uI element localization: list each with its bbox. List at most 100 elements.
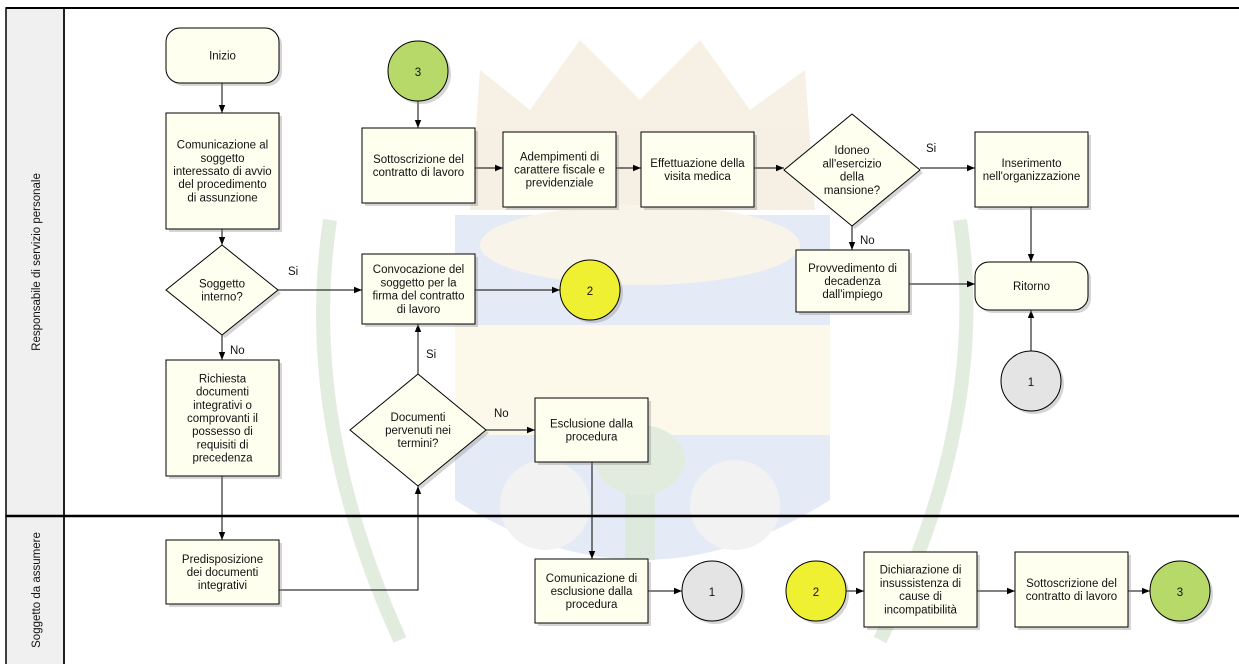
idoneo-text-line: Idoneo — [834, 145, 869, 157]
process-box — [165, 359, 280, 477]
adempimenti-text-line: previdenziale — [526, 178, 594, 190]
node-interno: Soggetto interno? — [165, 244, 281, 338]
swimlanes — [5, 7, 1239, 664]
esclusione-text-line: Esclusione dalla — [550, 418, 634, 430]
process-box — [863, 551, 978, 628]
idoneo-text-line: all'esercizio — [822, 158, 881, 170]
convoc-text-line: soggetto per la — [380, 277, 457, 289]
predisp-text-line: integrativi — [198, 580, 247, 592]
node-adempimenti: Adempimenti di carattere fiscale eprevide… — [502, 131, 619, 210]
connector-label: 2 — [587, 286, 593, 298]
documenti-text-line: pervenuti nei — [385, 425, 451, 437]
flow-arrow — [279, 486, 422, 591]
idoneo-text-line: della — [840, 172, 865, 184]
connector-circle — [559, 259, 621, 321]
sottoscr2-text-line: contratto di lavoro — [1026, 591, 1117, 603]
edge-label-documenti-no: No — [494, 408, 509, 420]
convoc-text-line: firma del contratto — [372, 291, 464, 303]
comm-text-line: del procedimento — [178, 179, 266, 191]
decision-diamond — [783, 113, 921, 227]
process-box — [640, 131, 755, 208]
connector-label: 1 — [1028, 377, 1034, 389]
richiesta-text-line: documenti — [196, 387, 249, 399]
edge-label-idoneo-si: Si — [926, 143, 936, 155]
process-box — [165, 112, 280, 230]
dichiar-text-line: cause di — [899, 591, 942, 603]
dichiar-text-line: insussistenza di — [880, 578, 961, 590]
documenti-text-line: Documenti — [391, 412, 446, 424]
connector-label: 2 — [813, 587, 819, 599]
process-box — [1014, 551, 1129, 628]
commescl-text-line: procedura — [566, 599, 618, 611]
convoc-text-line: Convocazione del — [373, 264, 464, 276]
process-box — [534, 397, 649, 463]
node-c2mid: 2 — [559, 259, 623, 323]
lane-label-soggetto: Soggetto da assumere — [31, 532, 43, 648]
richiesta-text-line: Richiesta — [199, 373, 247, 385]
commescl-text-line: esclusione dalla — [551, 586, 633, 598]
connector-circle — [681, 560, 743, 622]
comm-text-line: interessato di avvio — [173, 166, 271, 178]
node-c3top: 3 — [387, 40, 451, 104]
process-box — [502, 131, 617, 208]
decision-diamond — [349, 373, 487, 487]
comm-text-line: soggetto — [200, 153, 244, 165]
terminal-box — [974, 261, 1089, 311]
richiesta-text-line: possesso di — [192, 426, 253, 438]
richiesta-text-line: requisiti di — [197, 439, 249, 451]
connector-circle — [387, 40, 449, 102]
inserimento-text-line: Inserimento — [1001, 158, 1061, 170]
node-c1right: 1 — [1000, 350, 1064, 414]
node-c3bottom: 3 — [1149, 560, 1213, 624]
ritorno-text-line: Ritorno — [1013, 281, 1050, 293]
visita-text-line: Effettuazione della — [650, 158, 745, 170]
node-c1bottom: 1 — [681, 560, 745, 624]
process-box — [361, 127, 476, 204]
inserimento-text-line: nell'organizzazione — [983, 171, 1080, 183]
commescl-text-line: Comunicazione di — [546, 573, 637, 585]
edge-label-documenti-si: Si — [426, 349, 436, 361]
connector-circle — [1000, 350, 1062, 412]
dichiar-text-line: Dichiarazione di — [880, 565, 962, 577]
comm-text-line: di assunzione — [187, 192, 257, 204]
richiesta-text-line: integrativi o — [193, 400, 252, 412]
node-c2bottom: 2 — [785, 560, 849, 624]
terminal-box — [165, 27, 280, 84]
predisp-text-line: dei documenti — [187, 567, 259, 579]
dichiar-text-line: incompatibilità — [884, 604, 957, 616]
adempimenti-text-line: Adempimenti di — [520, 151, 599, 163]
process-box — [534, 558, 649, 624]
edge-label-interno-si: Si — [288, 266, 298, 278]
edge-label-idoneo-no: No — [860, 235, 875, 247]
richiesta-text-line: comprovanti il — [187, 413, 258, 425]
interno-text-line: Soggetto — [199, 278, 245, 290]
process-box — [165, 539, 280, 605]
node-start: Inizio — [165, 27, 282, 86]
adempimenti-text-line: carattere fiscale e — [514, 165, 605, 177]
node-ritorno: Ritorno — [974, 261, 1091, 313]
sottoscr1-text-line: Sottoscrizione del — [373, 154, 464, 166]
connector-label: 3 — [1177, 587, 1183, 599]
provv-text-line: Provvedimento di — [808, 263, 897, 275]
process-box — [974, 131, 1089, 208]
start-text-line: Inizio — [209, 51, 236, 63]
interno-text-line: interno? — [201, 292, 243, 304]
connector-label: 3 — [415, 67, 421, 79]
provv-text-line: dall'impiego — [822, 289, 882, 301]
richiesta-text-line: precedenza — [192, 453, 253, 465]
connector-circle — [785, 560, 847, 622]
connector-circle — [1149, 560, 1211, 622]
